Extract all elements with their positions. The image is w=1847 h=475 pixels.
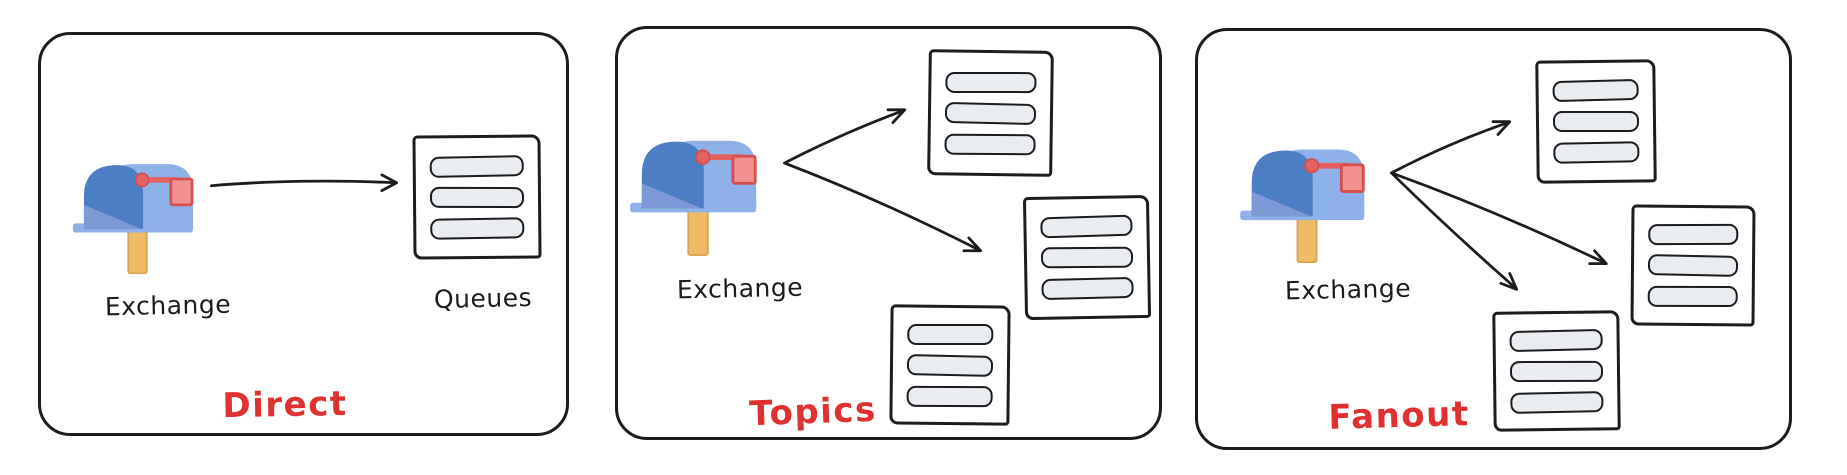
mailbox-icon: [628, 139, 758, 257]
panel-direct: Exchange Queues Direct: [38, 32, 569, 436]
exchange-label: Exchange: [676, 272, 804, 305]
queue-box: [412, 134, 542, 260]
queue-bar: [1509, 360, 1604, 382]
panel-topics: Exchange Topics: [615, 26, 1162, 440]
queue-bar: [944, 133, 1036, 155]
queue-bar: [1648, 223, 1739, 246]
queue-box: [1022, 194, 1152, 321]
queue-bar: [429, 186, 525, 208]
queue-bar: [945, 71, 1037, 93]
queue-box: [927, 49, 1054, 177]
exchange-label: Exchange: [104, 289, 232, 322]
exchange-label: Exchange: [1284, 273, 1412, 306]
queue-bar: [1041, 276, 1134, 301]
mailbox-icon: [71, 162, 195, 275]
queue-bar: [1553, 141, 1640, 164]
queue-bar: [1040, 214, 1133, 239]
queue-bar: [906, 353, 994, 377]
mailbox-icon: [1238, 148, 1366, 264]
queue-bar: [1647, 285, 1738, 308]
panel-title-direct: Direct: [222, 383, 348, 427]
queue-bar: [1509, 328, 1603, 352]
queue-bar: [1552, 110, 1640, 133]
queues-label: Queues: [433, 282, 533, 315]
queue-bar: [1552, 78, 1639, 103]
queue-bar: [429, 154, 524, 178]
queue-box: [1535, 59, 1657, 184]
queue-bar: [1510, 390, 1604, 414]
queue-bar: [1040, 246, 1134, 269]
queue-bar: [430, 216, 525, 240]
panel-fanout: Exchange Fanout: [1195, 28, 1792, 450]
panel-title-topics: Topics: [748, 389, 878, 435]
queue-bar: [1647, 254, 1739, 277]
queue-bar: [907, 323, 994, 345]
panel-title-fanout: Fanout: [1327, 394, 1471, 438]
queue-box: [1630, 204, 1756, 327]
queue-bar: [944, 101, 1037, 125]
